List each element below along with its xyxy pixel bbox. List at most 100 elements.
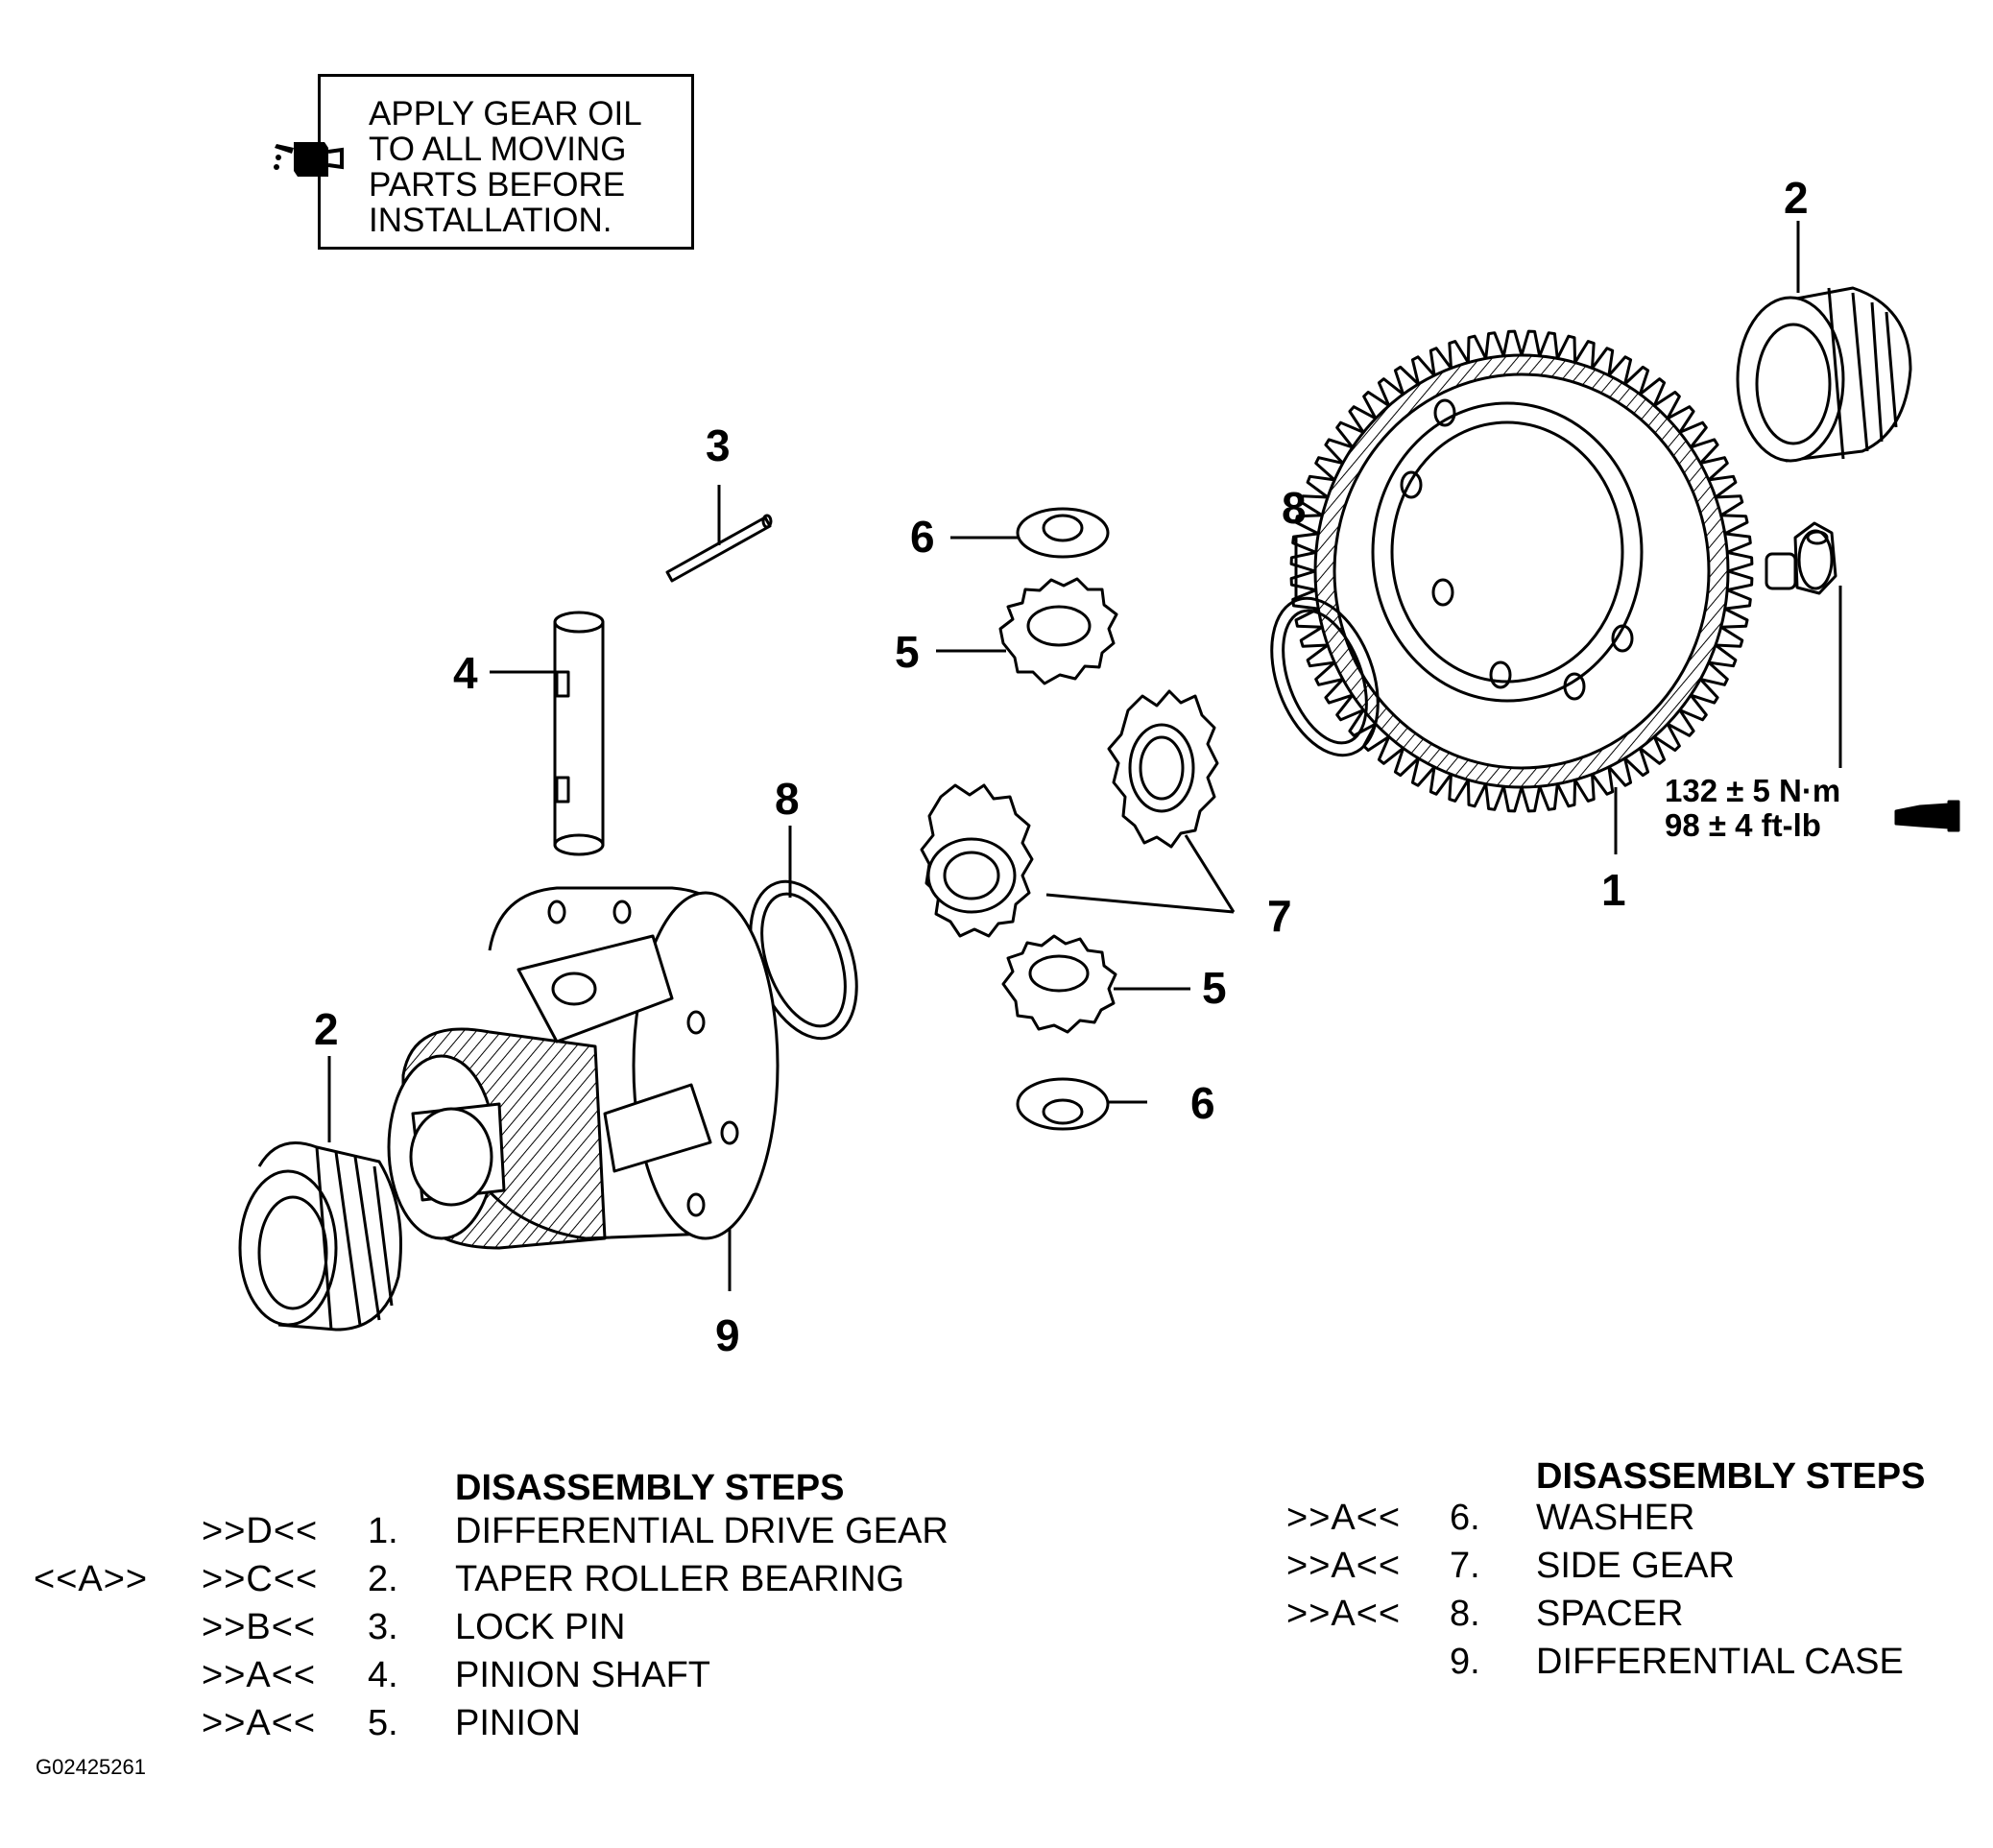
gear-tooth (1653, 391, 1681, 420)
gear-tooth (1667, 708, 1695, 737)
callout-labels: 2 3 6 8 5 4 8 1 7 5 2 6 9 (314, 173, 1809, 1360)
torque-imperial: 98 ± 4 ft-lb (1665, 807, 1821, 843)
side-gear-left (920, 783, 1034, 938)
steps-heading-right: DISASSEMBLY STEPS (1536, 1456, 1926, 1497)
gear-tooth (1289, 550, 1317, 573)
callout-8-right: 8 (1282, 483, 1307, 533)
gear-tooth (1726, 569, 1754, 592)
callout-5-top: 5 (895, 627, 920, 677)
step-name: LOCK PIN (455, 1607, 626, 1647)
gear-tooth (1501, 785, 1524, 813)
gear-tooth (1299, 625, 1329, 648)
gear-tooth (1484, 783, 1505, 811)
gear-tooth (1306, 643, 1335, 668)
step-number: 6. (1450, 1498, 1480, 1538)
pinion-shaft (553, 611, 605, 856)
step-name: PINION SHAFT (455, 1655, 711, 1695)
note-line-4: INSTALLATION. (369, 202, 612, 239)
gear-tooth (1501, 329, 1524, 357)
step-prefix-code: <<A>> (34, 1559, 149, 1599)
callout-2-right: 2 (1784, 173, 1809, 223)
step-name: DIFFERENTIAL CASE (1536, 1642, 1904, 1682)
gear-tooth (1720, 607, 1749, 629)
step-code: >>A<< (1286, 1594, 1402, 1634)
gear-tooth (1720, 514, 1749, 536)
gear-tooth (1555, 780, 1577, 808)
disassembly-steps-right: DISASSEMBLY STEPS >>A<< 6. WASHER >>A<< … (1248, 1448, 1987, 1697)
drive-gear-bolt (1765, 521, 1837, 595)
gear-tooth (1573, 340, 1596, 369)
step-number: 5. (368, 1703, 398, 1743)
callout-6-top: 6 (910, 512, 935, 562)
gear-tooth (1591, 766, 1615, 796)
gear-tooth (1520, 785, 1542, 813)
step-code: >>A<< (202, 1655, 317, 1695)
gear-tooth (1429, 766, 1453, 796)
gear-tooth (1299, 494, 1329, 517)
spacer-right (1270, 596, 1380, 757)
gear-tooth (1294, 607, 1323, 629)
gear-tooth (1306, 474, 1335, 499)
torque-spec: 132 ± 5 N·m 98 ± 4 ft-lb (1665, 774, 1840, 843)
step-name: PINION (455, 1703, 581, 1743)
callout-8-left: 8 (775, 774, 800, 824)
step-number: 3. (368, 1607, 398, 1647)
gear-tooth (1294, 514, 1323, 536)
figure-id: G02425261 (36, 1755, 146, 1779)
callout-6-bottom: 6 (1190, 1078, 1215, 1128)
gear-tooth (1362, 723, 1390, 752)
taper-roller-bearing-left (238, 1141, 402, 1332)
gear-tooth (1429, 347, 1453, 376)
gear-tooth (1715, 625, 1744, 648)
gear-tooth (1726, 550, 1754, 573)
sealant-tube-icon (1894, 800, 1960, 832)
torque-metric: 132 ± 5 N·m (1665, 773, 1841, 808)
taper-roller-bearing-right (1736, 286, 1912, 463)
step-name: SIDE GEAR (1536, 1546, 1735, 1586)
disassembly-steps-left: DISASSEMBLY STEPS >>D<< 1. DIFFERENTIAL … (0, 1454, 1056, 1743)
gear-tooth (1291, 532, 1319, 554)
step-number: 1. (368, 1511, 398, 1551)
step-name: DIFFERENTIAL DRIVE GEAR (455, 1511, 948, 1551)
gear-tooth (1591, 347, 1615, 376)
step-number: 8. (1450, 1594, 1480, 1634)
callout-3: 3 (706, 420, 731, 470)
callout-7: 7 (1267, 891, 1292, 941)
lock-pin (665, 514, 773, 583)
callout-9: 9 (715, 1310, 740, 1360)
gear-tooth (1573, 774, 1596, 803)
washer-bottom (1016, 1077, 1110, 1131)
gear-tooth (1362, 391, 1390, 420)
gear-tooth (1538, 783, 1559, 811)
gear-tooth (1466, 334, 1488, 363)
step-code: >>A<< (202, 1703, 317, 1743)
leader-lines (327, 221, 1842, 1291)
gear-tooth (1289, 569, 1317, 592)
gear-oil-note: APPLY GEAR OIL TO ALL MOVING PARTS BEFOR… (318, 74, 694, 250)
gear-tooth (1667, 405, 1695, 434)
gear-tooth (1448, 340, 1470, 369)
callout-1: 1 (1601, 865, 1626, 915)
step-code: >>D<< (202, 1511, 319, 1551)
differential-drive-gear (1289, 329, 1754, 813)
gear-tooth (1348, 405, 1377, 434)
gear-tooth (1466, 780, 1488, 808)
callout-5-bottom: 5 (1202, 963, 1227, 1013)
differential-case (387, 886, 780, 1250)
callout-2-left: 2 (314, 1004, 339, 1054)
washer-top (1016, 507, 1110, 559)
step-name: WASHER (1536, 1498, 1695, 1538)
gear-tooth (1724, 532, 1752, 554)
gear-tooth (1538, 331, 1559, 359)
gear-tooth (1724, 588, 1752, 611)
pinion-bottom (1001, 934, 1117, 1034)
step-code: >>C<< (202, 1559, 319, 1599)
note-line-2: TO ALL MOVING (369, 131, 627, 168)
step-code: >>A<< (1286, 1498, 1402, 1538)
gear-tooth (1708, 643, 1738, 668)
gear-tooth (1653, 723, 1681, 752)
gear-tooth (1448, 774, 1470, 803)
note-line-1: APPLY GEAR OIL (369, 95, 642, 132)
steps-heading-left: DISASSEMBLY STEPS (455, 1468, 845, 1508)
